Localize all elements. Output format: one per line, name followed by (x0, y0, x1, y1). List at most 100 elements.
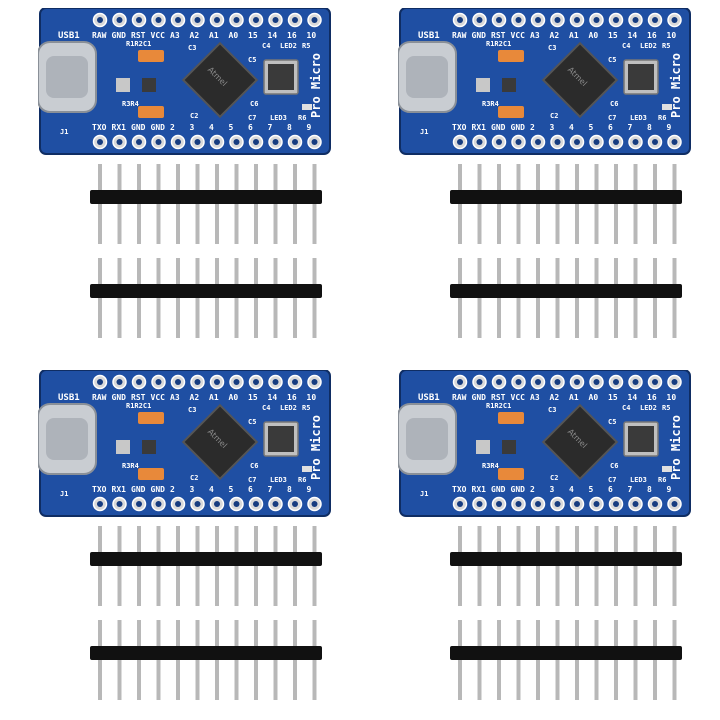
bottom-pin-label: GND (151, 485, 166, 494)
atmega-chip: Atmel (181, 403, 259, 481)
component-label: C7 (248, 476, 256, 484)
top-pin-label: A2 (190, 393, 200, 402)
bottom-pin-label: 7 (268, 485, 273, 494)
component-label: R3R4 (482, 462, 499, 470)
pin-header (450, 258, 682, 338)
top-pin-label: RAW (92, 393, 107, 402)
component-label: C3 (548, 44, 556, 52)
top-pin-label: A3 (530, 31, 540, 40)
bottom-pin-label: RX1 (112, 123, 127, 132)
bottom-pin-label: 7 (628, 485, 633, 494)
top-pin-label: RST (131, 31, 146, 40)
component-label: R6 (658, 114, 666, 122)
component-label: LED2 (640, 404, 657, 412)
component-label: C5 (248, 418, 256, 426)
resistor (498, 412, 524, 424)
top-pin-label: 14 (628, 31, 638, 40)
top-pin-label: 16 (647, 393, 657, 402)
bottom-pin-label: 5 (229, 485, 234, 494)
top-pin-label: 15 (608, 31, 618, 40)
smd-part (502, 440, 516, 454)
bottom-pin-label: 3 (190, 485, 195, 494)
component-label: LED3 (630, 114, 647, 122)
brand-label: Pro Micro (309, 415, 323, 480)
component-label: R6 (298, 114, 306, 122)
resistor (498, 468, 524, 480)
component-label: R5 (662, 42, 670, 50)
component-label: C3 (188, 406, 196, 414)
component-label: R5 (302, 404, 310, 412)
bottom-pin-label: 4 (569, 485, 574, 494)
bottom-pin-label: GND (511, 123, 526, 132)
bottom-pin-label: 6 (608, 485, 613, 494)
bottom-pin-label: 9 (307, 485, 312, 494)
component-label: C7 (608, 476, 616, 484)
pin-header (90, 620, 322, 700)
brand-label: Pro Micro (669, 53, 683, 118)
top-pin-label: A0 (229, 393, 239, 402)
component-label: C3 (188, 44, 196, 52)
bottom-pin-label: GND (491, 123, 506, 132)
component-label: C2 (190, 112, 198, 120)
smd-part (476, 440, 490, 454)
top-pin-label: 10 (667, 31, 677, 40)
component-label: C7 (608, 114, 616, 122)
top-pin-label: A0 (229, 31, 239, 40)
component-label: C3 (548, 406, 556, 414)
bottom-pin-label: GND (131, 485, 146, 494)
top-pin-label: A0 (589, 31, 599, 40)
component-label: R5 (662, 404, 670, 412)
top-pin-label: RAW (452, 31, 467, 40)
component-label: C7 (248, 114, 256, 122)
bottom-pin-label: 8 (647, 123, 652, 132)
component-label: J1 (420, 490, 428, 498)
header-plastic (450, 190, 682, 204)
bottom-pin-label: 6 (608, 123, 613, 132)
resistor (498, 106, 524, 118)
smd-part (142, 78, 156, 92)
top-pin-label: A2 (550, 31, 560, 40)
top-pin-label: 14 (268, 31, 278, 40)
bottom-pin-label: 4 (569, 123, 574, 132)
resistor (498, 50, 524, 62)
bottom-pin-label: GND (491, 485, 506, 494)
top-pin-label: A1 (569, 31, 579, 40)
pin-header (90, 526, 322, 606)
component-label: C5 (248, 56, 256, 64)
bottom-pin-label: GND (511, 485, 526, 494)
top-pin-label: VCC (511, 31, 526, 40)
resistor (138, 106, 164, 118)
top-pin-label: A3 (170, 393, 180, 402)
top-pin-label: A1 (209, 31, 219, 40)
header-plastic (450, 552, 682, 566)
top-pin-label: A2 (190, 31, 200, 40)
header-plastic (450, 646, 682, 660)
component-label: C4 (262, 42, 270, 50)
bottom-pin-label: 5 (229, 123, 234, 132)
pin-header (450, 526, 682, 606)
component-label: C6 (610, 462, 618, 470)
led (662, 104, 672, 110)
bottom-pin-label: 5 (589, 485, 594, 494)
top-pin-label: 15 (608, 393, 618, 402)
header-plastic (90, 190, 322, 204)
bottom-pin-label: GND (131, 123, 146, 132)
top-pin-label: 14 (628, 393, 638, 402)
component-label: C4 (622, 404, 630, 412)
top-pin-label: VCC (151, 31, 166, 40)
component-label: C2 (550, 474, 558, 482)
bottom-pin-label: 5 (589, 123, 594, 132)
bottom-pin-label: 9 (667, 485, 672, 494)
top-pin-label: A1 (569, 393, 579, 402)
top-pin-label: GND (472, 393, 487, 402)
resistor (138, 468, 164, 480)
top-pin-label: 10 (307, 393, 317, 402)
bottom-pin-label: TXO (452, 123, 467, 132)
bottom-pin-label: 3 (550, 485, 555, 494)
component-label: C6 (250, 100, 258, 108)
bottom-pin-label: GND (151, 123, 166, 132)
